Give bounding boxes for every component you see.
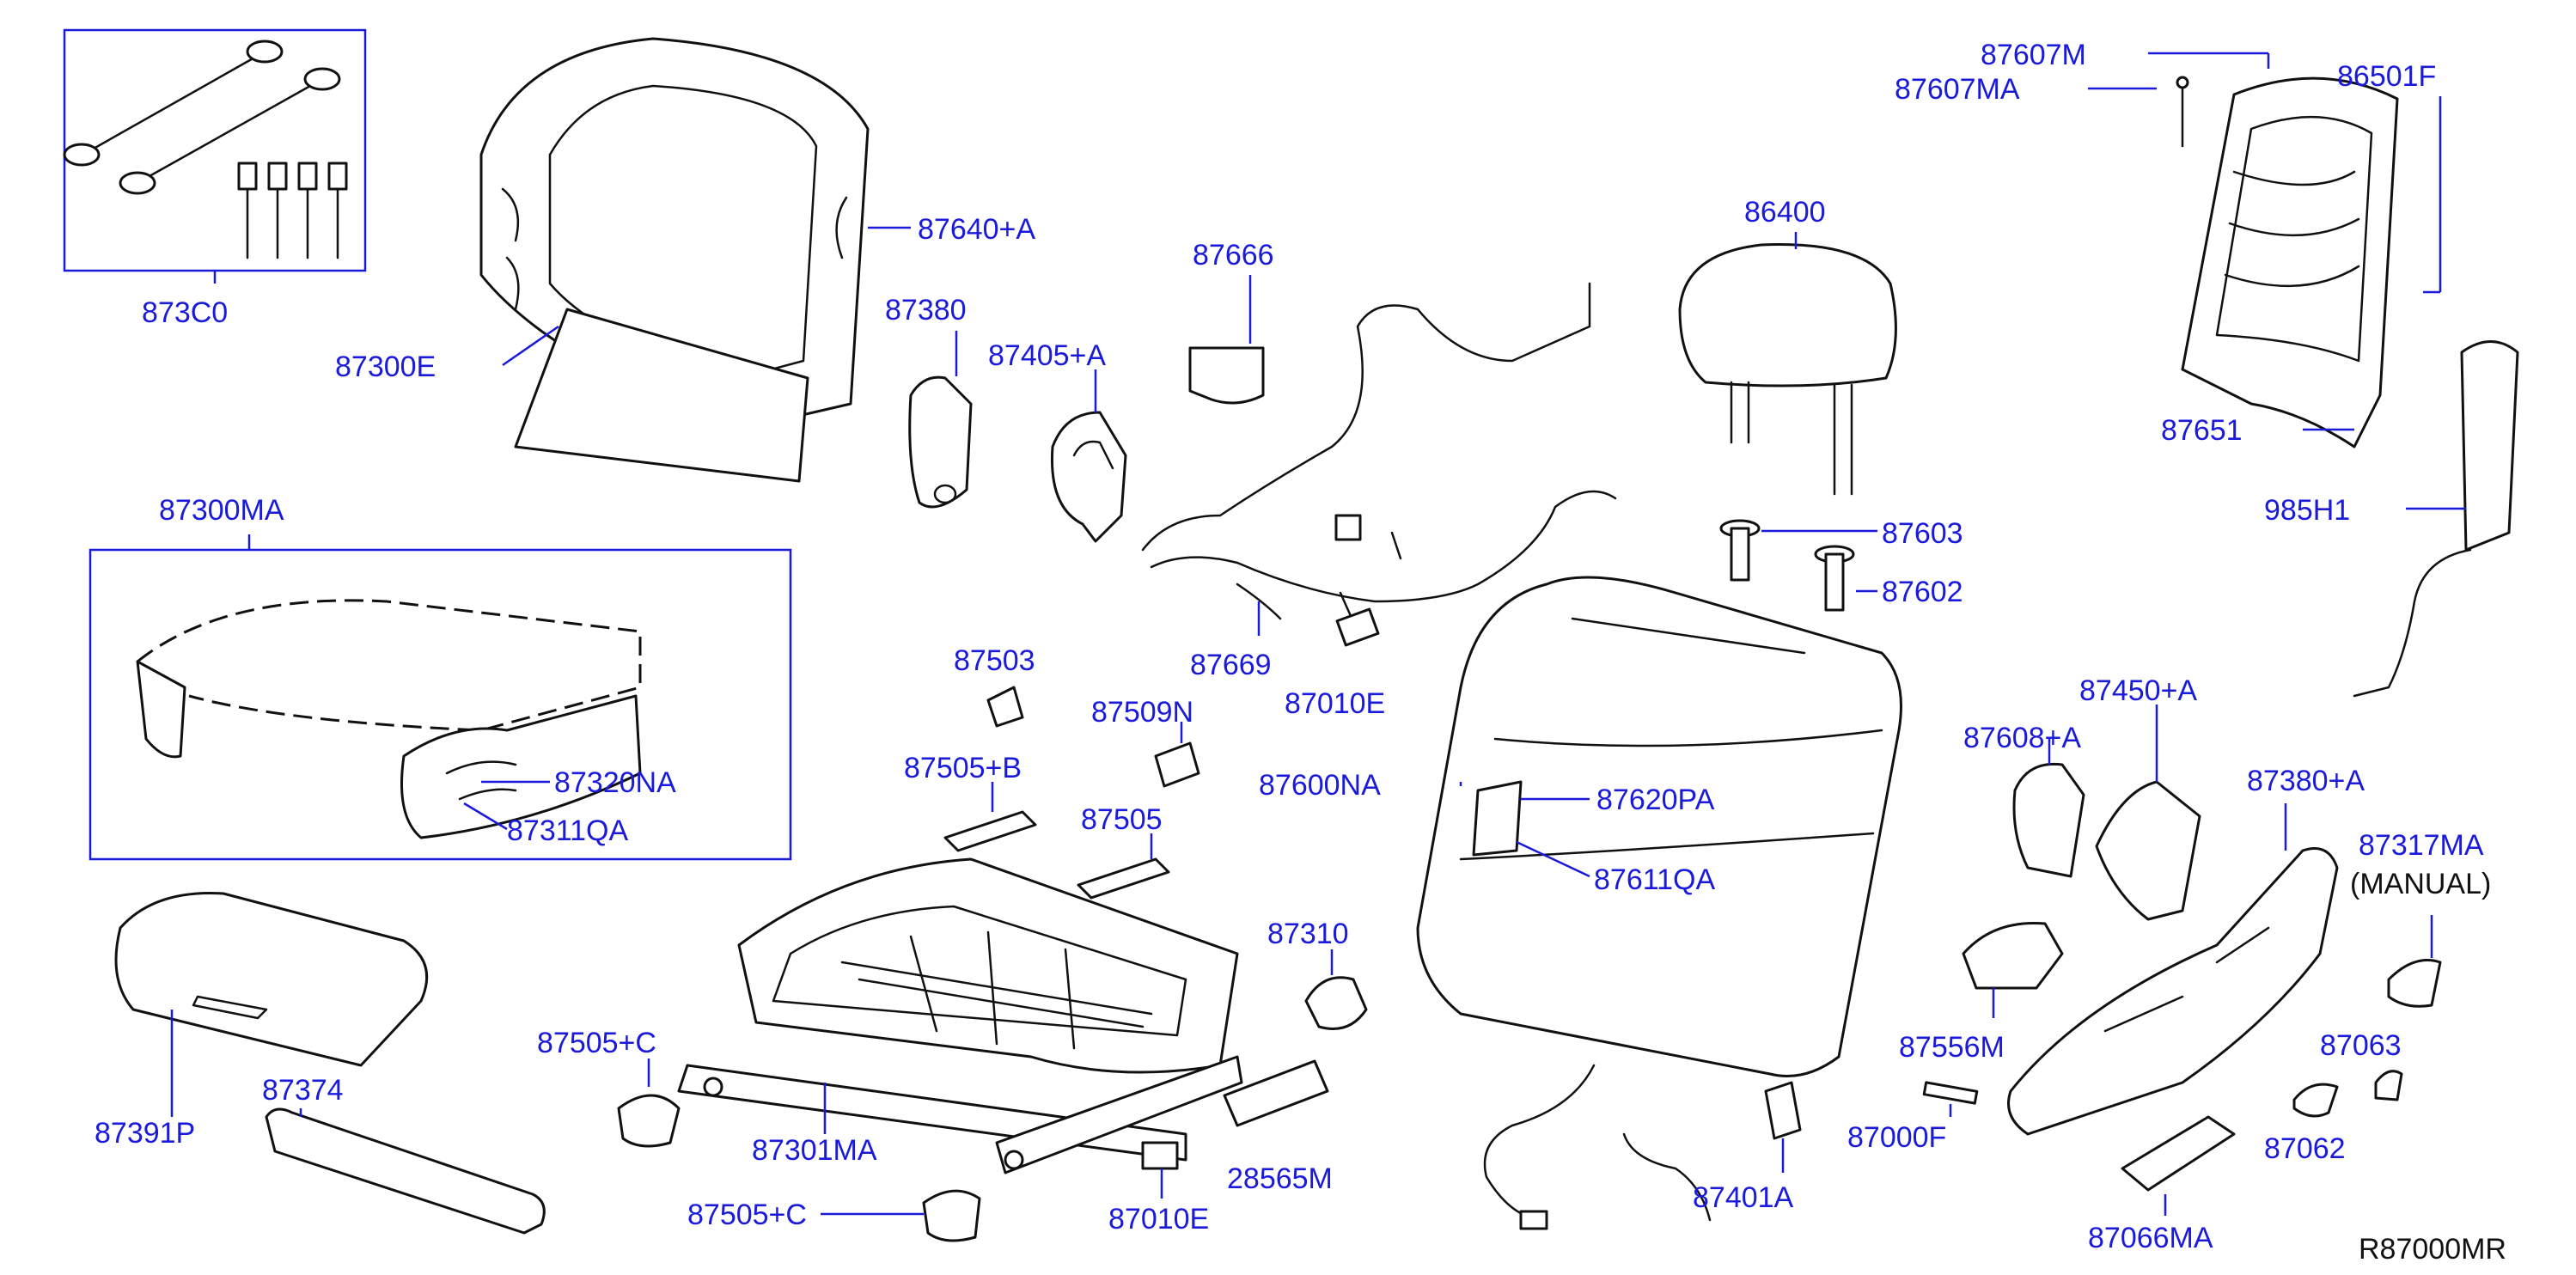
label-87509n: 87509N [1091,696,1193,729]
pin-87000f-part [1922,1081,1979,1117]
label-87603: 87603 [1882,517,1963,550]
clip-87509n-part [1154,722,1200,788]
label-28565m: 28565M [1227,1162,1333,1195]
label-87620pa: 87620PA [1596,784,1715,816]
label-87505: 87505 [1081,803,1163,836]
label-87301ma: 87301MA [752,1134,877,1167]
label-87311qa: 87311QA [507,814,628,847]
latch-87401a-part [1764,1081,1802,1173]
label-87063: 87063 [2320,1029,2402,1062]
label-87503: 87503 [954,644,1035,677]
diagram-code: R87000MR [2359,1233,2506,1266]
label-87010e-lower: 87010E [1108,1203,1209,1235]
cover-87405-part [1050,369,1127,543]
clip-87505c-upper-part [617,1058,681,1148]
label-87556m: 87556M [1899,1031,2005,1064]
label-87405-a: 87405+A [988,339,1106,372]
label-87000f: 87000F [1847,1121,1946,1154]
side-cap-87380-part [908,331,973,509]
label-87505-c-lower: 87505+C [687,1199,807,1231]
seatback-pad-part [1416,576,1902,1230]
seat-cushion-trim-box [89,534,792,861]
finisher-strip-part [265,1107,546,1235]
label-985h1: 985H1 [2264,494,2350,527]
label-87300ma: 87300MA [159,494,284,527]
label-87380-a: 87380+A [2247,765,2365,797]
label-87401a: 87401A [1693,1181,1794,1214]
knob-87062-part [2292,1083,2339,1118]
label-87320na: 87320NA [554,766,676,799]
label-87066ma: 87066MA [2088,1222,2213,1254]
label-86501f: 86501F [2337,60,2436,93]
headrest-guide-87602-part [1814,545,1877,612]
label-87669: 87669 [1190,649,1272,681]
side-cover-87380a-part [2007,803,2339,1136]
cover-87450a-part [2095,705,2201,921]
connector-87010e-lower-part [1141,1141,1179,1199]
label-86400: 86400 [1744,196,1826,229]
clip-87666-part [1188,275,1265,405]
control-module-28565m-part [1223,1059,1329,1127]
seat-cushion-frame-part [677,857,1243,1174]
adjuster-knob-part [1304,949,1368,1030]
bracket-87505b-part [943,782,1037,852]
label-87300e: 87300E [335,351,436,383]
label-87374: 87374 [262,1074,344,1107]
label-87317ma: 87317MA [2359,829,2484,862]
label-manual: (MANUAL) [2350,868,2491,900]
headrest-guide-87603-part [1719,519,1877,582]
label-87600na: 87600NA [1259,769,1381,802]
label-87505-c-upper: 87505+C [537,1027,656,1059]
knob-87063-part [2374,1070,2403,1101]
label-87505-b: 87505+B [904,752,1022,784]
label-87651: 87651 [2161,414,2243,447]
seat-cushion-pad-part [114,892,429,1117]
knob-87317ma-part [2387,915,2442,1008]
rod-and-rivet-kit-part [63,28,367,284]
part-labels: 873C0 87640+A 87300E 87380 87666 87405+A… [95,39,2506,1266]
label-87666: 87666 [1193,239,1274,271]
label-87608-a: 87608+A [1963,722,2081,754]
label-87391p: 87391P [95,1117,195,1150]
label-87607ma: 87607MA [1895,73,2020,106]
label-87062: 87062 [2264,1132,2346,1165]
label-87640-a: 87640+A [918,213,1035,246]
bracket-87505-part [1077,833,1170,900]
motor-bracket-87556m-part [1962,921,2064,1018]
label-87611qa: 87611QA [1594,863,1715,896]
clip-87505c-lower-part [821,1189,981,1242]
headrest-part [1678,232,1897,496]
label-873C0: 873C0 [142,296,228,329]
label-87602: 87602 [1882,576,1963,608]
clip-87503-part [986,686,1024,728]
switch-87066ma-part [2121,1115,2236,1216]
label-87607m: 87607M [1981,39,2086,71]
seatback-frame-part [2088,52,2442,448]
seatback-cover-part [479,37,911,483]
label-87010e-upper: 87010E [1285,687,1385,720]
label-87450-a: 87450+A [2079,674,2197,707]
label-87380: 87380 [885,294,967,326]
label-87310: 87310 [1267,918,1349,950]
side-airbag-module-part [2353,340,2519,698]
cover-87608a-part [2012,739,2085,878]
